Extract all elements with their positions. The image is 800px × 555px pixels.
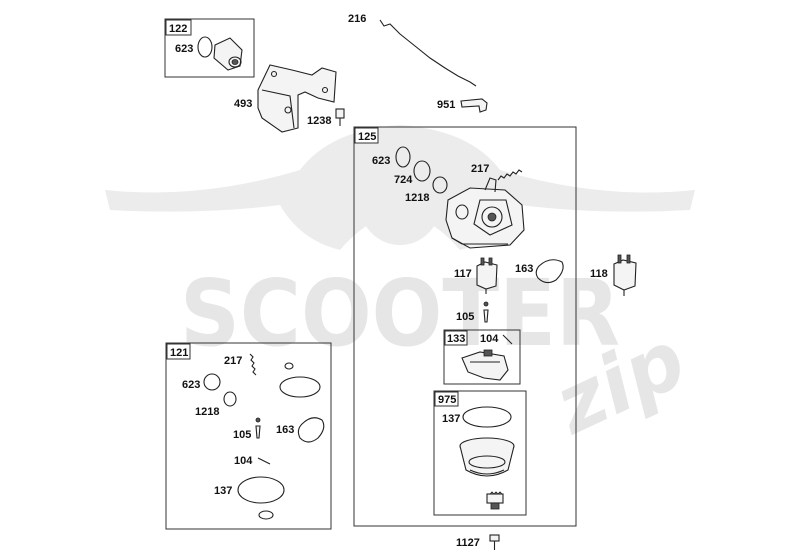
group-122-frame: [164, 18, 255, 78]
label-1218-b: 1218: [195, 406, 219, 418]
label-1127: 1127: [456, 537, 480, 549]
group-125-tag: [354, 127, 379, 144]
group-121: 121 217 623 1218 105 163 104 137: [165, 342, 332, 530]
gasket-part: [462, 406, 512, 428]
label-951: 951: [437, 99, 455, 111]
group-133-number: 133: [447, 333, 465, 345]
label-493: 493: [234, 98, 252, 110]
bowl-nut-part: [486, 491, 504, 510]
gasket-part: [297, 417, 325, 443]
o-ring-part: [197, 36, 213, 58]
watermark-wheel: [360, 165, 440, 245]
label-163-b: 163: [276, 424, 294, 436]
spring-part: [249, 353, 257, 376]
o-ring-part: [395, 146, 411, 168]
group-122-number: 122: [169, 23, 187, 35]
gasket-part: [413, 160, 431, 182]
gasket-part: [279, 376, 321, 398]
o-ring-part: [432, 176, 448, 194]
group-975-frame: [433, 390, 527, 516]
group-975-number: 975: [438, 394, 456, 406]
group-122-tag: [165, 19, 192, 36]
label-105-a: 105: [456, 311, 474, 323]
valve-part: [213, 37, 243, 71]
label-217-a: 217: [471, 163, 489, 175]
group-121-number: 121: [170, 347, 188, 359]
label-118: 118: [590, 268, 608, 280]
group-122: 122 623: [164, 18, 255, 78]
pin-part: [502, 334, 513, 345]
label-104-a: 104: [480, 333, 499, 345]
label-623-c: 623: [182, 379, 200, 391]
spring-part: [497, 169, 523, 181]
label-104-b: 104: [234, 455, 253, 467]
label-623-b: 623: [372, 155, 390, 167]
label-724: 724: [394, 174, 413, 186]
screw-part: [489, 534, 500, 550]
watermark-brand-text: SCOOTER: [180, 260, 620, 367]
seal-part: [258, 510, 274, 520]
group-125-frame: [353, 126, 577, 527]
group-133-frame: [443, 329, 521, 385]
seal-part: [284, 362, 294, 370]
label-1218-a: 1218: [405, 192, 429, 204]
o-ring-part: [223, 391, 237, 407]
screw-part: [335, 108, 345, 126]
group-133-tag: [444, 330, 468, 346]
needle-part: [483, 301, 489, 323]
group-121-frame: [165, 342, 332, 530]
label-137-a: 137: [442, 413, 460, 425]
label-117: 117: [454, 268, 472, 280]
label-163-a: 163: [515, 263, 533, 275]
gasket-part: [535, 259, 564, 284]
label-137-b: 137: [214, 485, 232, 497]
o-ring-part: [203, 373, 221, 391]
group-133: 133 104: [443, 329, 521, 385]
label-216: 216: [348, 13, 366, 25]
watermark: SCOOTER zip: [105, 125, 699, 453]
float-bowl-part: [459, 437, 515, 477]
group-975-tag: [434, 391, 459, 407]
bracket-part: [257, 64, 337, 133]
solenoid-part-118: [613, 254, 637, 296]
solenoid-part-117: [476, 257, 498, 294]
group-975: 975 137: [433, 390, 527, 516]
carburetor-body-part: [445, 177, 525, 249]
rod-part: [379, 19, 477, 87]
pin-part: [257, 457, 271, 465]
group-125: 125 623 724 1218 217 117 163 105: [353, 126, 577, 527]
group-125-number: 125: [358, 131, 376, 143]
lever-part: [460, 98, 488, 113]
needle-part: [255, 417, 261, 439]
group-121-tag: [166, 343, 191, 360]
label-623-a: 623: [175, 43, 193, 55]
gasket-part: [237, 476, 285, 504]
label-217-b: 217: [224, 355, 242, 367]
label-105-b: 105: [233, 429, 251, 441]
label-1238: 1238: [307, 115, 331, 127]
float-part: [461, 349, 509, 381]
